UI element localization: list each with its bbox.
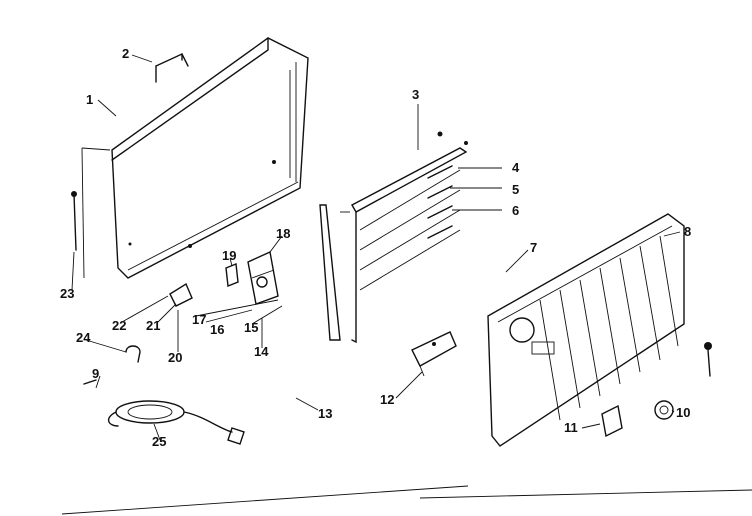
callout-16: 16	[210, 322, 224, 337]
callout-17: 17	[192, 312, 206, 327]
part-front-grille	[487, 213, 685, 447]
callout-7: 7	[530, 240, 537, 255]
callout-4: 4	[512, 160, 520, 175]
callout-25: 25	[152, 434, 166, 449]
callout-12: 12	[380, 392, 394, 407]
part-small-bracket	[225, 263, 239, 287]
part-screw-long	[71, 191, 77, 251]
callout-8: 8	[684, 224, 691, 239]
base-line-left	[61, 485, 469, 515]
callout-18: 18	[276, 226, 290, 241]
part-thermostat	[411, 331, 457, 377]
callout-9: 9	[92, 366, 99, 381]
callout-24: 24	[76, 330, 91, 345]
callout-23: 23	[60, 286, 74, 301]
callout-labels: 1 2 3 4 5 6 7 8 9 10 11 12 13 14 15 16 1…	[60, 46, 691, 449]
leader-lines	[71, 54, 681, 441]
callout-2: 2	[122, 46, 129, 61]
callout-14: 14	[254, 344, 269, 359]
callout-10: 10	[676, 405, 690, 420]
callout-20: 20	[168, 350, 182, 365]
part-screw-right	[704, 342, 712, 377]
part-hook	[125, 345, 141, 363]
part-handle	[155, 53, 189, 83]
part-knob	[654, 400, 674, 420]
callout-5: 5	[512, 182, 519, 197]
callout-1: 1	[86, 92, 93, 107]
part-heating-element-assembly	[319, 131, 468, 344]
base-line-right	[419, 489, 752, 499]
callout-15: 15	[244, 320, 258, 335]
part-clamp	[169, 282, 193, 307]
callout-11: 11	[564, 420, 578, 435]
callout-6: 6	[512, 203, 519, 218]
part-power-cord	[108, 400, 245, 445]
callout-3: 3	[412, 87, 419, 102]
callout-21: 21	[146, 318, 160, 333]
part-switch	[601, 404, 623, 438]
callout-13: 13	[318, 406, 332, 421]
part-screw-small	[83, 379, 97, 385]
callout-22: 22	[112, 318, 126, 333]
part-motor-bracket	[247, 250, 279, 305]
part-cabinet	[81, 37, 309, 279]
callout-19: 19	[222, 248, 236, 263]
